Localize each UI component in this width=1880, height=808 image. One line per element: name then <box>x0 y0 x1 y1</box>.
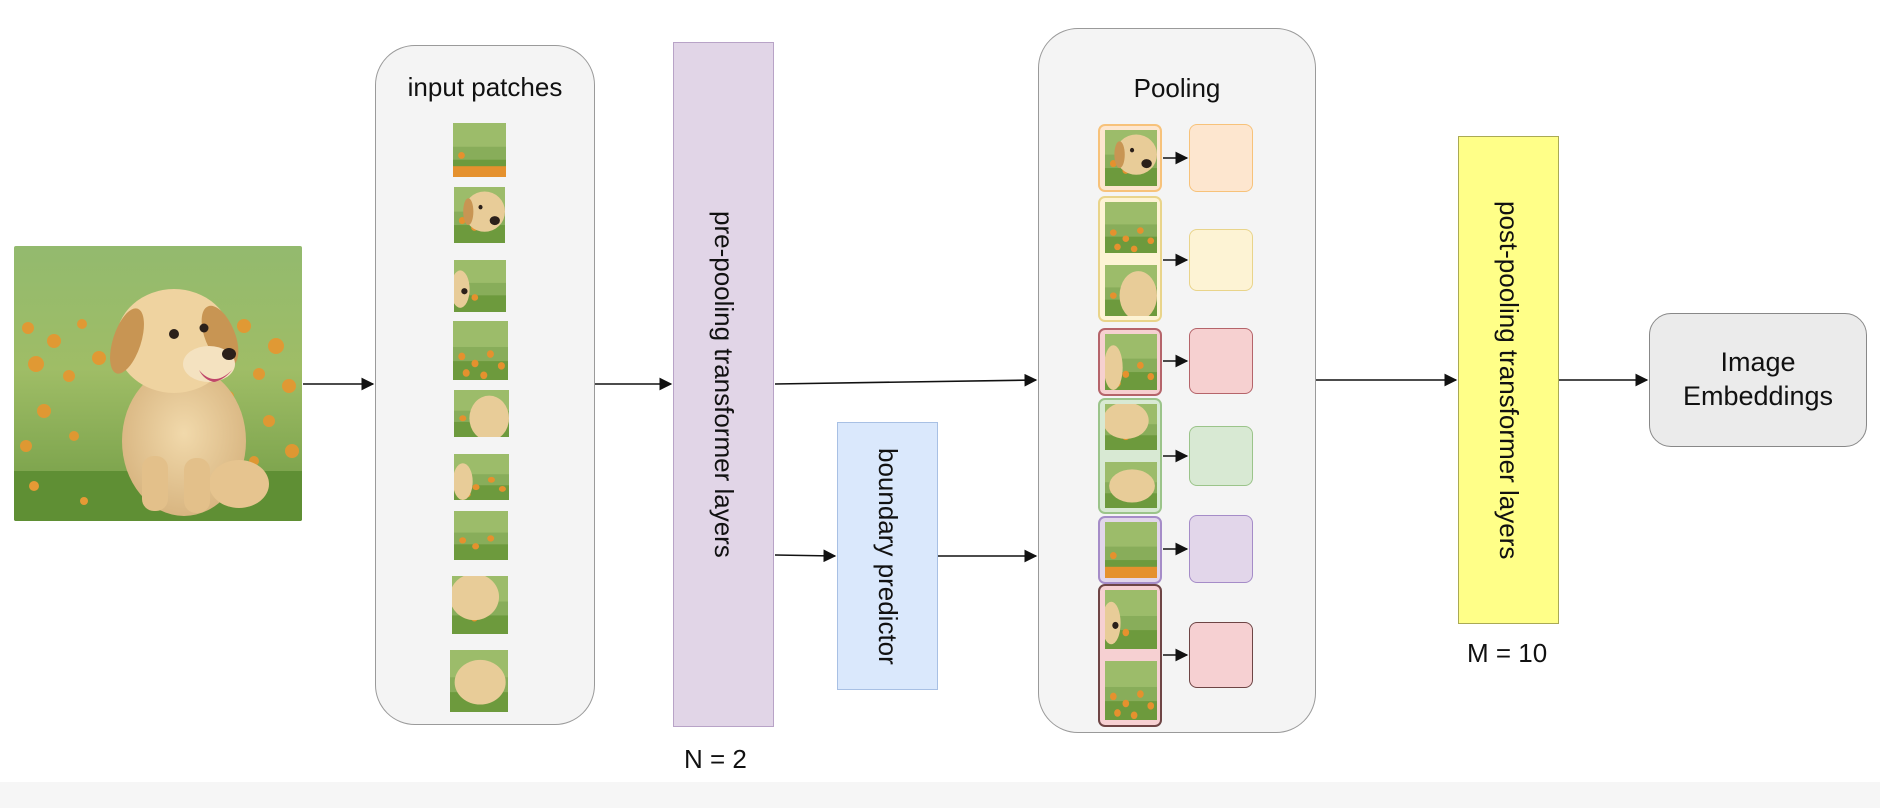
arrow-prepool-to-boundary <box>774 549 837 563</box>
pooling-panel: Pooling <box>1038 28 1316 733</box>
input-patch <box>452 576 508 634</box>
input-image <box>14 246 302 521</box>
pooled-token <box>1189 229 1253 291</box>
pre-pooling-block: pre-pooling transformer layers <box>673 42 774 727</box>
image-embeddings-box: Image Embeddings <box>1649 313 1867 447</box>
input-patch <box>454 454 509 500</box>
input-patch <box>453 321 508 380</box>
pooled-token <box>1189 328 1253 394</box>
grouped-patch <box>1105 522 1157 578</box>
input-patches-title: input patches <box>407 72 563 102</box>
image-embeddings-label: Image Embeddings <box>1682 347 1834 411</box>
grouped-patch <box>1105 462 1157 508</box>
pooled-token <box>1189 622 1253 688</box>
pooled-token <box>1189 515 1253 583</box>
grouped-patch <box>1105 202 1157 253</box>
pre-pooling-depth: N = 2 <box>684 744 747 774</box>
pooled-token <box>1189 124 1253 192</box>
boundary-predictor-block: boundary predictor <box>837 422 938 690</box>
input-patch <box>450 650 508 712</box>
grouped-patch <box>1105 265 1157 316</box>
post-pooling-depth: M = 10 <box>1467 638 1548 668</box>
input-patch <box>454 511 508 560</box>
pooled-token <box>1189 426 1253 486</box>
grouped-patch <box>1105 590 1157 649</box>
input-patch <box>453 123 506 177</box>
input-patch <box>454 390 509 437</box>
grouped-patch <box>1105 404 1157 450</box>
input-patch <box>454 260 506 312</box>
post-pooling-label: post-pooling transformer layers <box>1494 200 1524 560</box>
pooling-title: Pooling <box>1133 73 1221 103</box>
arrow-prepool-to-pooling <box>774 373 1038 387</box>
pre-pooling-label: pre-pooling transformer layers <box>709 211 739 558</box>
bottom-strip <box>0 782 1880 808</box>
grouped-patch <box>1105 661 1157 720</box>
input-patch <box>454 187 505 243</box>
grouped-patch <box>1105 334 1157 390</box>
grouped-patch <box>1105 130 1157 186</box>
post-pooling-block: post-pooling transformer layers <box>1458 136 1559 624</box>
puppy-photo <box>14 246 302 521</box>
boundary-predictor-label: boundary predictor <box>873 447 903 665</box>
